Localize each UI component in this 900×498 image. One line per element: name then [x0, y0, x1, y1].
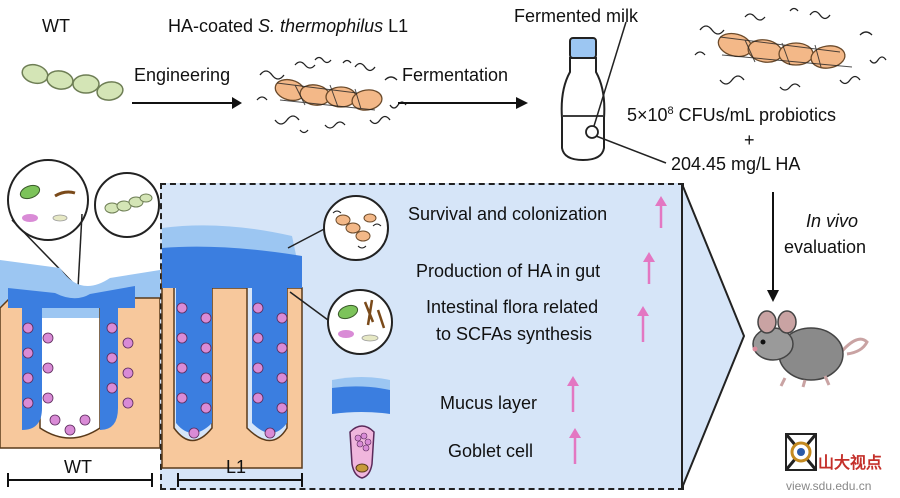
wt-bacteria-chain-icon	[21, 63, 124, 101]
evaluation-arrow-icon	[767, 192, 779, 302]
goblet-cell-icon	[349, 425, 375, 479]
survival-up-arrow-icon	[655, 196, 667, 228]
effect-flora-label-line1: Intestinal flora related	[426, 297, 599, 317]
survival-bubble-icon	[287, 195, 389, 261]
watermark-logo-icon	[784, 433, 818, 471]
mucus-up-arrow-icon	[567, 376, 579, 412]
probiotic-count-prefix: 5×10	[627, 105, 668, 125]
effect-ha-production-label: Production of HA in gut	[416, 261, 601, 281]
effect-survival-label: Survival and colonization	[408, 204, 608, 224]
strain-label-italic: S. thermophilus	[258, 16, 384, 36]
effect-flora-label-line2: to SCFAs synthesis	[436, 324, 593, 344]
engineering-arrow-icon	[132, 97, 242, 109]
wt-bacteria-bubble-icon	[94, 172, 160, 238]
wt-scale-label: WT	[64, 457, 92, 477]
ha-coated-bacteria-icon	[256, 56, 407, 134]
probiotic-count-exponent: 8	[667, 105, 674, 117]
watermark-url: view.sdu.edu.cn	[786, 479, 872, 493]
wt-intestine-icon	[0, 159, 161, 449]
step-engineering-label: Engineering	[134, 65, 231, 85]
panel-chevron-icon	[681, 183, 746, 489]
strain-label-suffix: L1	[383, 16, 409, 36]
fermentation-arrow-icon	[398, 97, 528, 109]
plus-sign: +	[744, 130, 755, 150]
ha-concentration: 204.45 mg/L HA	[671, 154, 801, 174]
watermark-text: 山大视点	[818, 455, 883, 472]
l1-scale-label: L1	[226, 457, 247, 477]
l1-intestine-icon	[161, 225, 303, 469]
wt-scale-bar-icon	[7, 473, 153, 487]
goblet-up-arrow-icon	[569, 428, 581, 464]
flora-bubble-icon	[289, 289, 393, 355]
strain-label-prefix: HA-coated	[168, 16, 259, 36]
evaluation-line1: In vivo	[806, 211, 859, 231]
step-fermentation-label: Fermentation	[402, 65, 509, 85]
wt-label: WT	[42, 16, 70, 36]
strain-label: HA-coated S. thermophilus L1	[168, 17, 408, 35]
mouse-icon	[752, 310, 869, 388]
milk-bottle-icon	[560, 21, 667, 164]
fermented-milk-label: Fermented milk	[514, 6, 639, 26]
evaluation-line2: evaluation	[784, 237, 867, 257]
ha-production-up-arrow-icon	[643, 252, 655, 284]
l1-scale-bar-icon	[177, 473, 303, 487]
fermented-bacteria-icon	[694, 7, 887, 91]
flora-up-arrow-icon	[637, 306, 649, 342]
effect-mucus-label: Mucus layer	[440, 393, 538, 413]
mucus-layer-icon	[332, 377, 390, 414]
probiotic-count-suffix: CFUs/mL probiotics	[673, 105, 837, 125]
probiotic-count: 5×108 CFUs/mL probiotics	[627, 105, 837, 125]
effect-goblet-label: Goblet cell	[448, 441, 534, 461]
